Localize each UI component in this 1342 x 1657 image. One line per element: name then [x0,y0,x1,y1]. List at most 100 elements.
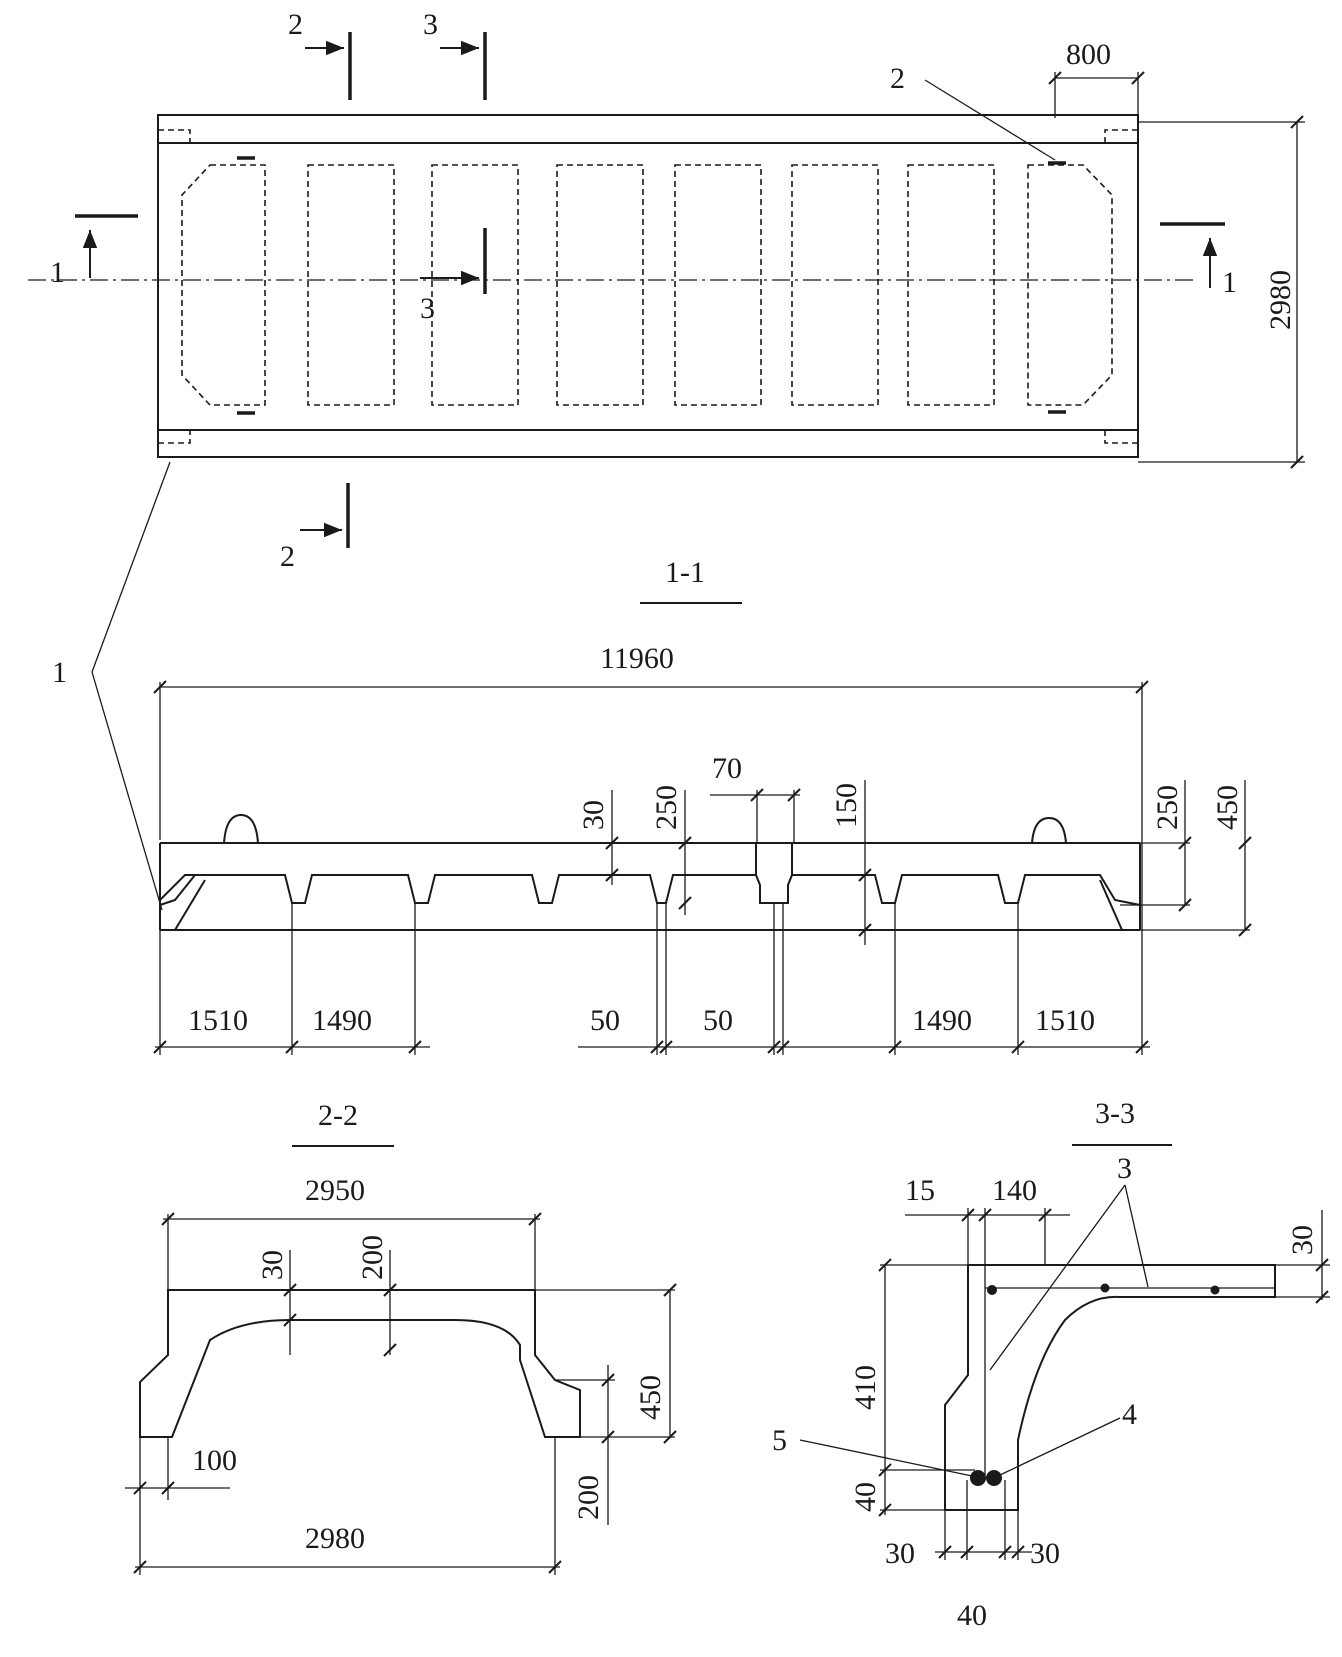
rebar-bottom-2 [986,1470,1002,1486]
dim-bottom-3-3: 30 30 40 [885,1480,1060,1632]
svg-text:800: 800 [1066,38,1111,71]
callout-4: 4 [999,1398,1137,1476]
plan-dim-2980: 2980 [1138,115,1305,469]
dim-200-2-2: 200 [356,1235,397,1357]
svg-text:2980: 2980 [1264,270,1297,330]
svg-text:450: 450 [634,1375,667,1420]
plan-lifting-marks [237,156,1066,415]
dim-2950: 2950 [161,1174,542,1290]
callout-3: 3 [989,1152,1149,1371]
callout-2-plan: 2 [890,62,1056,161]
section-mark-2-bottom: 2 [280,483,350,573]
dim-250-right: 250 [1120,780,1192,912]
section-mark-1-left: 1 [50,214,138,289]
section-mark-1-right: 1 [1160,222,1237,299]
section-mark-3-top: 3 [423,8,487,100]
dim-30-3-3: 30 [1275,1210,1330,1304]
plan-panel-2 [307,164,395,406]
svg-text:1490: 1490 [312,1004,372,1037]
dim-450-2-2: 450 [535,1283,677,1444]
svg-text:40: 40 [957,1599,987,1632]
svg-text:1510: 1510 [188,1004,248,1037]
end-rib-right [1099,879,1123,931]
dim-40-left: 40 [849,1470,945,1517]
section-3-3-title: 3-3 [1095,1097,1135,1130]
svg-text:50: 50 [703,1004,733,1037]
plan-view: 1 1 2 3 3 2 [28,8,1305,911]
svg-text:100: 100 [192,1444,237,1477]
rebar-dot-2 [1100,1283,1110,1293]
dim-70: 70 [710,752,801,843]
plan-outline [157,114,1139,458]
svg-text:3: 3 [1117,1152,1132,1185]
callout-5: 5 [772,1424,973,1477]
svg-text:2: 2 [890,62,905,95]
plan-panel-7 [907,164,995,406]
svg-text:1510: 1510 [1035,1004,1095,1037]
section-2-2-outline [139,1289,581,1438]
svg-text:3: 3 [420,292,435,325]
dim-100: 100 [125,1437,237,1500]
end-rib-left [159,874,206,931]
dim-250-mid: 250 [650,785,692,915]
plan-panel-3 [431,164,519,406]
plan-panel-5 [674,164,762,406]
svg-text:11960: 11960 [600,642,674,675]
bottom-rib-dims: 1510 1490 50 50 1490 1510 [153,903,1150,1055]
dim-11960: 11960 [153,642,1149,930]
dim-30-flange: 30 [577,790,619,885]
svg-text:200: 200 [356,1235,389,1280]
svg-text:200: 200 [572,1475,605,1520]
section-2-2: 2-2 2950 30 200 [125,1099,677,1575]
section-1-1: 1-1 11960 [153,556,1252,1055]
svg-text:50: 50 [590,1004,620,1037]
svg-text:250: 250 [650,785,683,830]
section-3-3-outline [944,1264,1276,1511]
svg-text:70: 70 [712,752,742,785]
lifting-loop-left [223,813,259,844]
dim-2980-2-2: 2980 [133,1437,562,1575]
svg-text:450: 450 [1211,785,1244,830]
plan-corner-details [158,129,1138,444]
svg-text:2980: 2980 [305,1522,365,1555]
plan-panel-6 [791,164,879,406]
dim-200-right-2-2: 200 [555,1365,615,1525]
svg-text:4: 4 [1122,1398,1137,1431]
dim-30-2-2: 30 [256,1250,297,1355]
section-mark-2-top: 2 [288,8,352,100]
callout-1: 1 [52,461,171,911]
slab-rib-profile [159,874,1141,906]
section-3-3: 3-3 15 140 [772,1097,1330,1632]
svg-text:30: 30 [1030,1537,1060,1570]
svg-text:30: 30 [1286,1225,1319,1255]
svg-text:30: 30 [577,800,610,830]
svg-text:15: 15 [905,1174,935,1207]
svg-text:150: 150 [830,783,863,828]
section-1-1-title: 1-1 [665,556,705,589]
svg-text:40: 40 [849,1482,882,1512]
plan-panel-1 [181,164,266,406]
svg-text:1490: 1490 [912,1004,972,1037]
rebar-dot-3 [1210,1285,1220,1295]
svg-text:1: 1 [52,656,67,689]
svg-text:140: 140 [992,1174,1037,1207]
dim-410: 410 [849,1258,975,1477]
svg-text:410: 410 [849,1365,882,1410]
plan-panel-8 [1027,164,1113,406]
svg-text:1: 1 [50,256,65,289]
plan-dim-800: 800 [1048,38,1145,118]
section-mark-3-mid: 3 [420,228,487,325]
rebar-bottom-1 [970,1470,986,1486]
svg-text:3: 3 [423,8,438,41]
svg-text:250: 250 [1151,785,1184,830]
svg-text:30: 30 [885,1537,915,1570]
dim-150: 150 [830,780,872,945]
dim-450: 450 [1140,780,1252,937]
svg-text:2: 2 [288,8,303,41]
svg-text:2: 2 [280,540,295,573]
svg-text:2950: 2950 [305,1174,365,1207]
rebar-dot-1 [987,1285,997,1295]
svg-text:5: 5 [772,1424,787,1457]
lifting-loop-right [1031,816,1067,844]
